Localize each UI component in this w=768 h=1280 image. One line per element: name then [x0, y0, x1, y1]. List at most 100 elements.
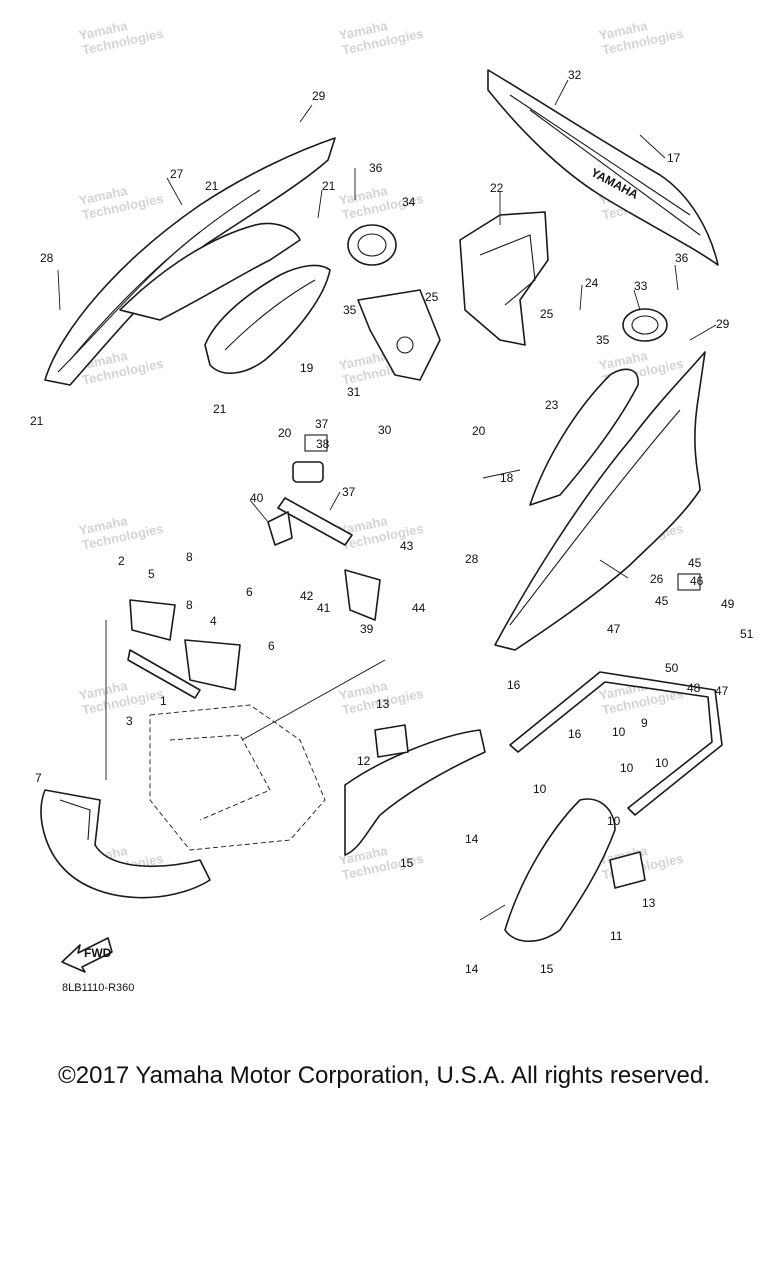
callout-25: 25: [540, 307, 554, 321]
callout-50: 50: [665, 661, 679, 675]
callout-37: 37: [315, 417, 329, 431]
part-side-cover-left[interactable]: [44, 137, 336, 386]
callout-36: 36: [675, 251, 689, 265]
callout-15: 15: [400, 856, 414, 870]
callout-44: 44: [412, 601, 426, 615]
part-inner-panel-left[interactable]: [204, 264, 331, 375]
callout-47: 47: [715, 684, 729, 698]
callout-21: 21: [30, 414, 44, 428]
callout-28: 28: [40, 251, 54, 265]
callout-10: 10: [612, 725, 626, 739]
callout-13: 13: [642, 896, 656, 910]
callout-48: 48: [687, 681, 701, 695]
callout-box-38: [304, 434, 328, 452]
callout-30: 30: [378, 423, 392, 437]
callout-18: 18: [500, 471, 514, 485]
part-bracket-39[interactable]: [344, 569, 381, 621]
callout-35: 35: [343, 303, 357, 317]
part-damper-assembly[interactable]: [267, 461, 353, 546]
callout-20: 20: [278, 426, 292, 440]
callout-43: 43: [400, 539, 414, 553]
callout-5: 5: [148, 567, 155, 581]
callout-36: 36: [369, 161, 383, 175]
part-mount-brackets[interactable]: [127, 599, 241, 699]
callout-45: 45: [688, 556, 702, 570]
callout-10: 10: [607, 814, 621, 828]
callout-6: 6: [246, 585, 253, 599]
callout-labels: 1234566788910101010101112131314141515161…: [30, 68, 754, 976]
callout-26: 26: [650, 572, 664, 586]
callout-3: 3: [126, 714, 133, 728]
callout-9: 9: [641, 716, 648, 730]
part-light-housing-right[interactable]: [622, 308, 668, 342]
callout-13: 13: [376, 697, 390, 711]
part-frame-dashed: [149, 704, 326, 851]
callout-22: 22: [490, 181, 504, 195]
callout-10: 10: [620, 761, 634, 775]
callout-39: 39: [360, 622, 374, 636]
callout-46: 46: [690, 574, 704, 588]
fwd-arrow-icon: FWD: [61, 937, 113, 973]
callout-51: 51: [740, 627, 754, 641]
callout-2: 2: [118, 554, 125, 568]
callout-21: 21: [322, 179, 336, 193]
callout-35: 35: [596, 333, 610, 347]
part-grille-32[interactable]: YAMAHA: [487, 69, 719, 266]
callout-25: 25: [425, 290, 439, 304]
callout-11: 11: [610, 929, 623, 943]
part-bar-9[interactable]: [509, 671, 723, 816]
callout-40: 40: [250, 491, 264, 505]
callout-24: 24: [585, 276, 599, 290]
part-light-housing-left[interactable]: [347, 224, 397, 266]
callout-37: 37: [342, 485, 356, 499]
callout-17: 17: [667, 151, 681, 165]
callout-15: 15: [540, 962, 554, 976]
callout-box-46: [677, 573, 701, 591]
callout-31: 31: [347, 385, 361, 399]
callout-29: 29: [312, 89, 326, 103]
callout-16: 16: [507, 678, 521, 692]
callout-23: 23: [545, 398, 559, 412]
callout-10: 10: [655, 756, 669, 770]
callout-14: 14: [465, 832, 479, 846]
part-inner-panel-right[interactable]: [529, 368, 639, 506]
callout-45: 45: [655, 594, 669, 608]
callout-42: 42: [300, 589, 314, 603]
callout-12: 12: [357, 754, 371, 768]
callout-21: 21: [213, 402, 227, 416]
callout-20: 20: [472, 424, 486, 438]
callout-1: 1: [160, 694, 167, 708]
callout-32: 32: [568, 68, 582, 82]
callout-8: 8: [186, 550, 193, 564]
callout-47: 47: [607, 622, 621, 636]
part-sticker-13[interactable]: [374, 724, 646, 889]
callout-49: 49: [721, 597, 735, 611]
callout-34: 34: [402, 195, 416, 209]
callout-4: 4: [210, 614, 217, 628]
leader-lines: [57, 79, 717, 921]
callout-27: 27: [170, 167, 184, 181]
callout-14: 14: [465, 962, 479, 976]
fwd-label: FWD: [84, 946, 112, 960]
callout-41: 41: [317, 601, 331, 615]
callout-8: 8: [186, 598, 193, 612]
callout-6: 6: [268, 639, 275, 653]
callout-29: 29: [716, 317, 730, 331]
callout-33: 33: [634, 279, 648, 293]
copyright-notice: ©2017 Yamaha Motor Corporation, U.S.A. A…: [58, 1062, 710, 1089]
callout-19: 19: [300, 361, 314, 375]
reference-code: 8LB1110-R360: [62, 982, 135, 994]
callout-38: 38: [316, 437, 330, 451]
callout-7: 7: [35, 771, 42, 785]
part-panel-12[interactable]: [344, 729, 486, 856]
part-bracket-30[interactable]: [357, 289, 441, 381]
callout-28: 28: [465, 552, 479, 566]
callout-10: 10: [533, 782, 547, 796]
part-lower-cowl-7[interactable]: [40, 789, 211, 899]
part-panel-11[interactable]: [504, 798, 616, 942]
part-front-panel-22[interactable]: [459, 211, 549, 346]
part-side-cover-right[interactable]: [494, 351, 706, 651]
callout-16: 16: [568, 727, 582, 741]
callout-21: 21: [205, 179, 219, 193]
